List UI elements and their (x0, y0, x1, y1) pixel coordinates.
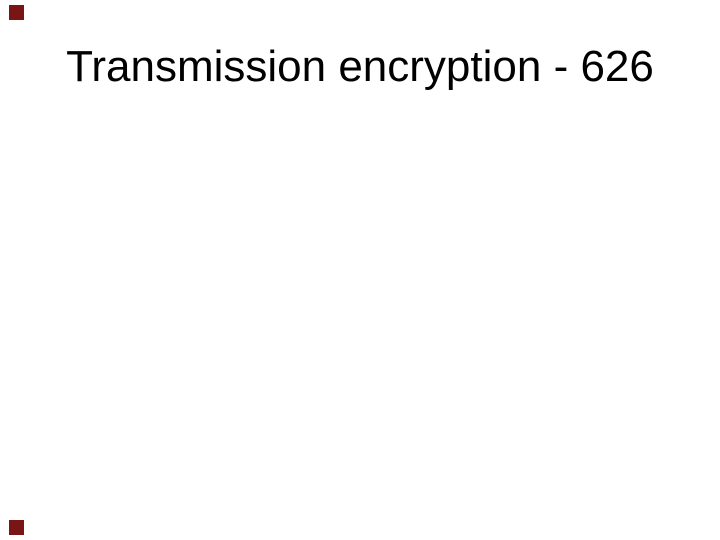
corner-marker-top-left (9, 5, 24, 20)
slide-title: Transmission encryption - 626 (66, 42, 654, 91)
corner-marker-bottom-left (9, 520, 24, 535)
